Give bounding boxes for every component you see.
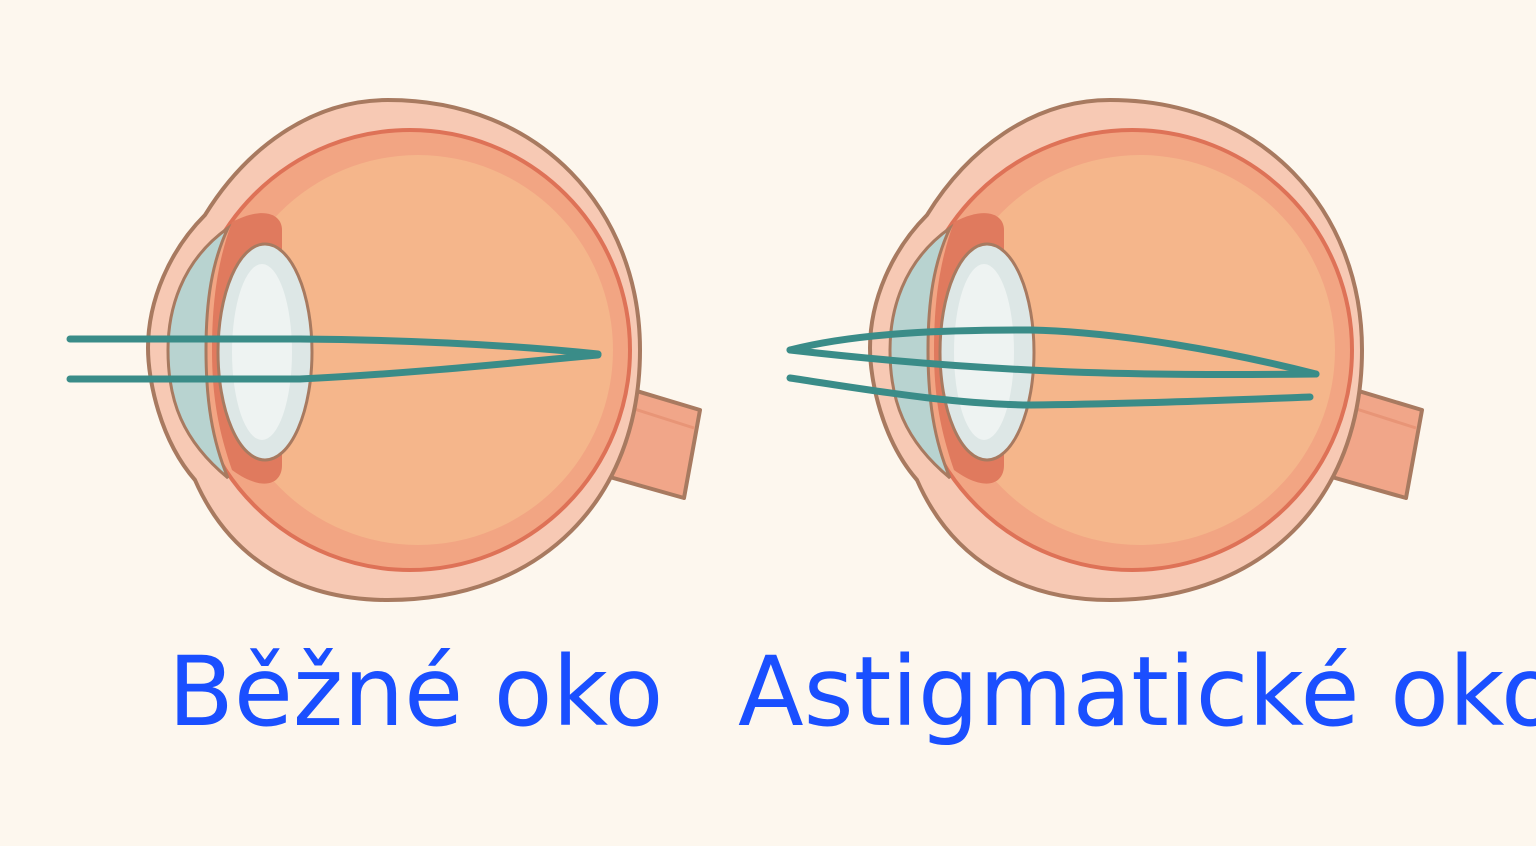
astigmatic-eye-label: Astigmatické oko bbox=[738, 636, 1536, 748]
astigmatic-eye bbox=[786, 98, 1424, 602]
astigmatic-eye-light-rays bbox=[786, 326, 1320, 409]
normal-eye-light-rays bbox=[66, 335, 602, 383]
normal-eye-label: Běžné oko bbox=[168, 636, 664, 748]
normal-eye bbox=[66, 98, 702, 602]
